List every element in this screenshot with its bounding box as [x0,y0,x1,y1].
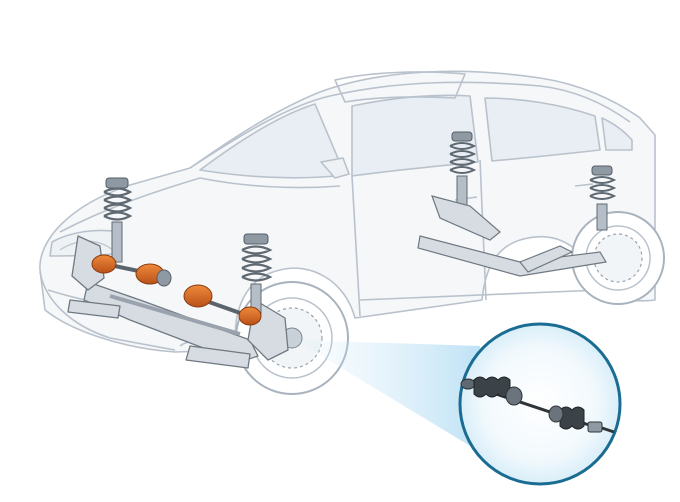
front-bumper [39,271,176,351]
roofline [189,81,631,169]
rear-side-window [484,97,601,162]
front-cv-axle-left [91,254,172,287]
callout-beam [295,340,490,458]
rear-strut [431,131,501,241]
door-handle-rear [574,183,594,187]
sill-line [359,289,601,301]
sunroof [334,71,466,103]
front-control-arm-left [67,299,121,319]
front-knuckle-left [71,235,105,291]
hood-line [59,177,341,233]
car-body [39,70,656,353]
steering-rack [109,294,241,336]
rear-window [601,117,633,151]
side-mirror [320,157,350,179]
front-cv-axle-right [183,284,262,326]
front-right-strut [241,233,273,315]
front-side-window [351,94,479,177]
front-left-strut [103,177,133,263]
rear-subframe [417,235,607,277]
cv-axle-detail [460,376,615,434]
front-control-arm-right [185,345,251,369]
rear-wheel [571,211,665,305]
front-door-line [351,175,361,317]
rear-trailing-arm [519,245,574,273]
cv-axle-callout [458,322,622,486]
rear-left-strut [589,165,617,231]
